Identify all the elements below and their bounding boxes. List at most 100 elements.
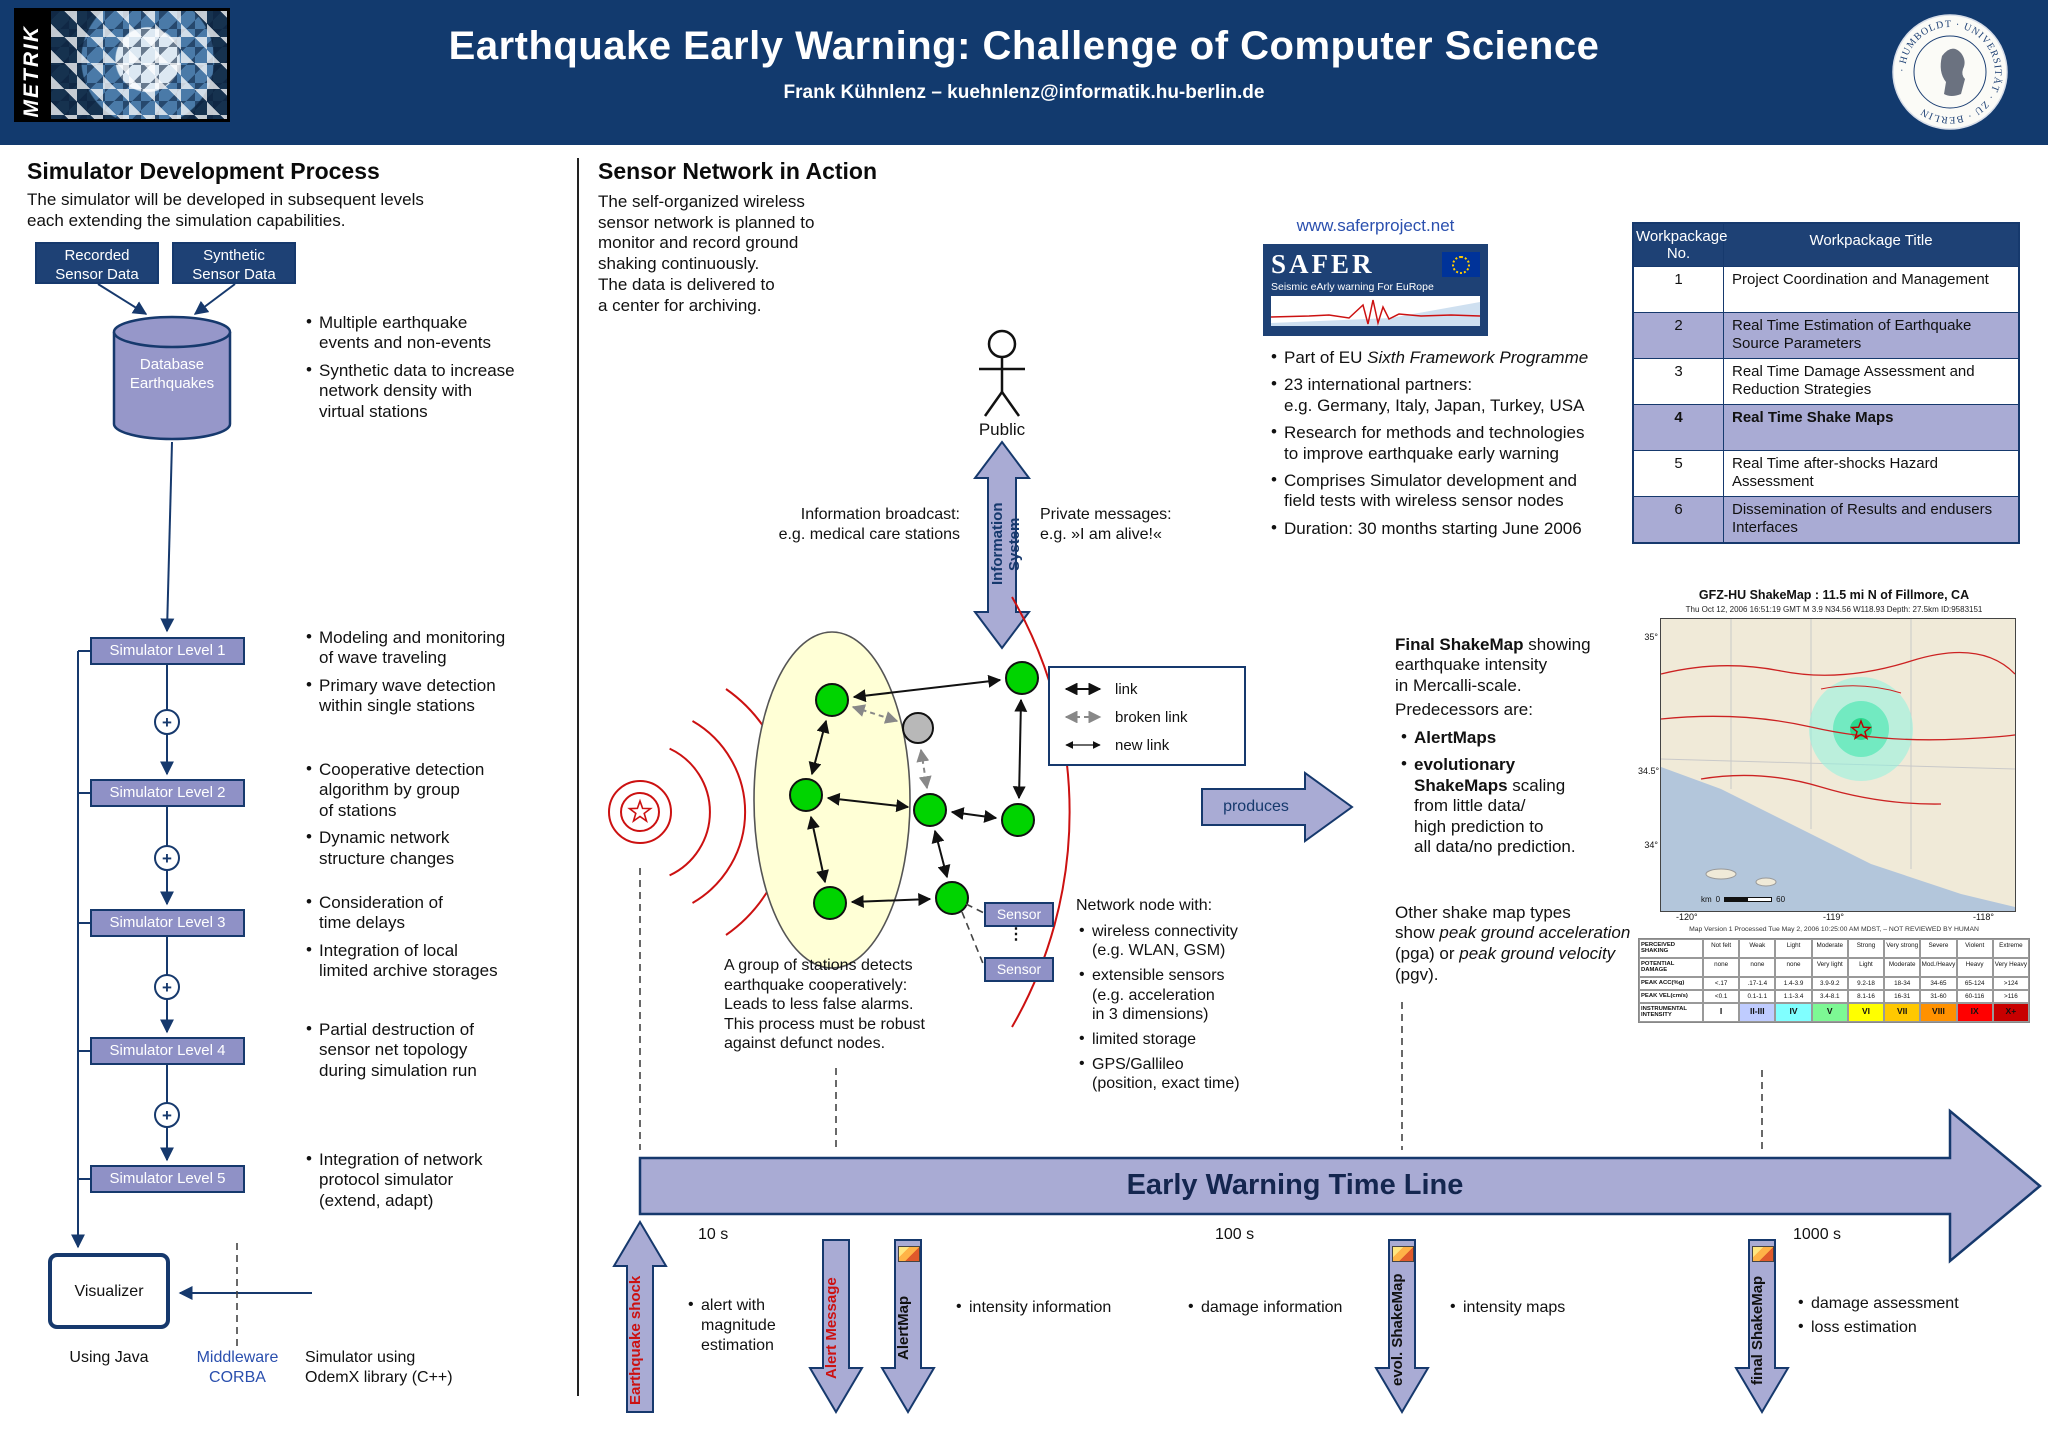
table-row: 3 Real Time Damage Assessment and Reduct… <box>1634 358 2018 404</box>
level-3-bullets: Consideration of time delays Integration… <box>305 892 590 989</box>
table-row: 5 Real Time after-shocks Hazard Assessme… <box>1634 450 2018 496</box>
legend-row-label: PERCEIVED SHAKING <box>1639 939 1703 958</box>
synthetic-sensor-data-box: Synthetic Sensor Data <box>172 242 296 284</box>
alertmaps-term: AlertMaps <box>1414 728 1497 747</box>
legend-row-label: INSTRUMENTAL INTENSITY <box>1639 1002 1703 1022</box>
bullet: Consideration of time delays <box>305 892 590 934</box>
bullet: limited storage <box>1078 1029 1288 1049</box>
recorded-sensor-data-box: Recorded Sensor Data <box>35 242 159 284</box>
final-shakemap-label: final ShakeMap <box>1749 1275 1766 1385</box>
workpackage-table: Workpackage No. Workpackage Title 1 Proj… <box>1632 222 2020 544</box>
shakemap-figure: GFZ-HU ShakeMap : 11.5 mi N of Fillmore,… <box>1638 588 2030 1036</box>
bullet: wireless connectivity (e.g. WLAN, GSM) <box>1078 921 1288 960</box>
bullet: Comprises Simulator development and fiel… <box>1270 470 1640 512</box>
defunct-node <box>902 712 934 744</box>
legend-row-new-link: new link <box>1060 731 1234 759</box>
plus-sign: + <box>162 849 172 868</box>
bullet: evolutionary ShakeMaps scaling from litt… <box>1400 754 1640 857</box>
bullet: Integration of network protocol simulato… <box>305 1149 590 1211</box>
station-group-ellipse <box>753 631 911 969</box>
legend-label: new link <box>1115 736 1170 754</box>
wp-no: 6 <box>1634 497 1724 542</box>
metrik-logo: METRIK <box>14 8 230 122</box>
wp-title: Dissemination of Results and endusers In… <box>1732 501 1993 536</box>
simulator-level-2-box: Simulator Level 2 <box>90 779 245 807</box>
bullet: AlertMaps <box>1400 727 1640 748</box>
pgv-term: peak ground velocity <box>1459 944 1616 964</box>
other-pre: Other shake map types show <box>1395 902 1571 943</box>
wp-no: 3 <box>1634 359 1724 404</box>
legend-label: link <box>1115 680 1138 698</box>
table-row: 2 Real Time Estimation of Earthquake Sou… <box>1634 312 2018 358</box>
bullet: Research for methods and technologies to… <box>1270 422 1640 464</box>
safer-tagline: Seismic eArly warning For EuRope <box>1271 281 1434 293</box>
poster-title: Earthquake Early Warning: Challenge of C… <box>448 24 1600 68</box>
legend-row-label: PEAK VEL(cm/s) <box>1639 989 1703 1003</box>
safer-url-link[interactable]: www.saferproject.net <box>1296 216 1455 235</box>
lat-label: 34° <box>1644 840 1658 850</box>
private-messages-text: Private messages: e.g. »I am alive!« <box>1040 506 1172 543</box>
safer-wordmark: SAFER <box>1271 249 1375 279</box>
level-2-bullets: Cooperative detection algorithm by group… <box>305 759 590 876</box>
level-5-bullets: Integration of network protocol simulato… <box>305 1149 590 1218</box>
timeline-title: Early Warning Time Line <box>1126 1169 1464 1201</box>
node-bullets: wireless connectivity (e.g. WLAN, GSM) e… <box>1078 921 1288 1100</box>
shakemap-map-art <box>1661 619 2015 911</box>
node-heading: Network node with: <box>1076 897 1213 914</box>
eu-flag-icon <box>1442 252 1480 277</box>
plus-sign: + <box>162 713 172 732</box>
bullet: Primary wave detection within single sta… <box>305 675 590 717</box>
sensor-nodes <box>789 661 1039 920</box>
broken-link-arrow-icon <box>1064 711 1102 723</box>
metrik-strip: METRIK <box>17 11 51 119</box>
database-bullets: Multiple earthquake events and non-event… <box>305 312 585 429</box>
timeline-bullet: alert with magnitude estimation <box>688 1295 821 1356</box>
final-shakemap-thumbnail-icon <box>1752 1246 1774 1262</box>
plus-sign: + <box>162 1106 172 1125</box>
wp-no: 2 <box>1634 313 1724 358</box>
middleware-corba-label: Middleware CORBA <box>196 1349 279 1386</box>
final-shakemap-rest: showing earthquake intensity in Mercalli… <box>1395 634 1591 696</box>
shakemap-map: km 0 60 <box>1660 618 2016 912</box>
final-shakemap-text: Final ShakeMap showing earthquake intens… <box>1395 614 1635 697</box>
wp-no: 4 <box>1634 405 1724 450</box>
plus-sign: + <box>162 978 172 997</box>
bullet-text-italic: Sixth Framework Programme <box>1367 348 1589 367</box>
scale-max: 60 <box>1776 895 1786 904</box>
legend-row-label: PEAK ACC(%g) <box>1639 976 1703 990</box>
legend-row-label: POTENTIAL DAMAGE <box>1639 957 1703 977</box>
safer-logo: SAFER Seismic eArly warning For EuRope <box>1263 244 1488 336</box>
bullet: Part of EU Sixth Framework Programme <box>1270 347 1640 368</box>
odemx-label: Simulator using OdemX library (C++) <box>305 1349 453 1386</box>
bullet-text: Part of EU <box>1284 348 1368 367</box>
broadcast-text: Information broadcast: e.g. medical care… <box>778 506 960 543</box>
timeline-bullet: damage assessment <box>1798 1293 2021 1314</box>
col-header-no: Workpackage No. <box>1634 224 1727 266</box>
timeline-bullet: damage information <box>1188 1297 1401 1318</box>
pga-term: peak ground acceleration <box>1439 923 1631 943</box>
lon-label: -120° <box>1676 912 1698 922</box>
lat-label: 34.5° <box>1638 766 1660 776</box>
wp-title: Real Time after-shocks Hazard Assessment <box>1732 455 1938 490</box>
scale-min: 0 <box>1715 895 1721 904</box>
link-legend: link broken link new link <box>1048 666 1246 766</box>
scale-bar <box>1724 897 1773 902</box>
legend-label: broken link <box>1115 708 1188 726</box>
network-intro: The self-organized wireless sensor netwo… <box>598 192 815 315</box>
public-label: Public <box>978 420 1026 439</box>
wp-no: 5 <box>1634 451 1724 496</box>
information-system-label: Information System <box>989 502 1023 586</box>
wp-title: Real Time Damage Assessment and Reductio… <box>1732 363 1975 398</box>
tick-100s: 100 s <box>1215 1226 1255 1243</box>
produces-label: produces <box>1223 798 1289 815</box>
humboldt-portrait <box>1940 48 1965 96</box>
metrik-globe-image <box>51 11 227 119</box>
timeline-bullet: intensity information <box>956 1297 1169 1318</box>
poster-author: Frank Kühnlenz – kuehnlenz@informatik.hu… <box>783 82 1265 103</box>
wp-title: Project Coordination and Management <box>1732 271 1989 288</box>
database-label: Database Earthquakes <box>129 356 215 392</box>
bullet: 23 international partners: e.g. Germany,… <box>1270 374 1640 416</box>
final-shakemap-term: Final ShakeMap <box>1395 634 1524 654</box>
lon-label: -119° <box>1823 912 1844 922</box>
